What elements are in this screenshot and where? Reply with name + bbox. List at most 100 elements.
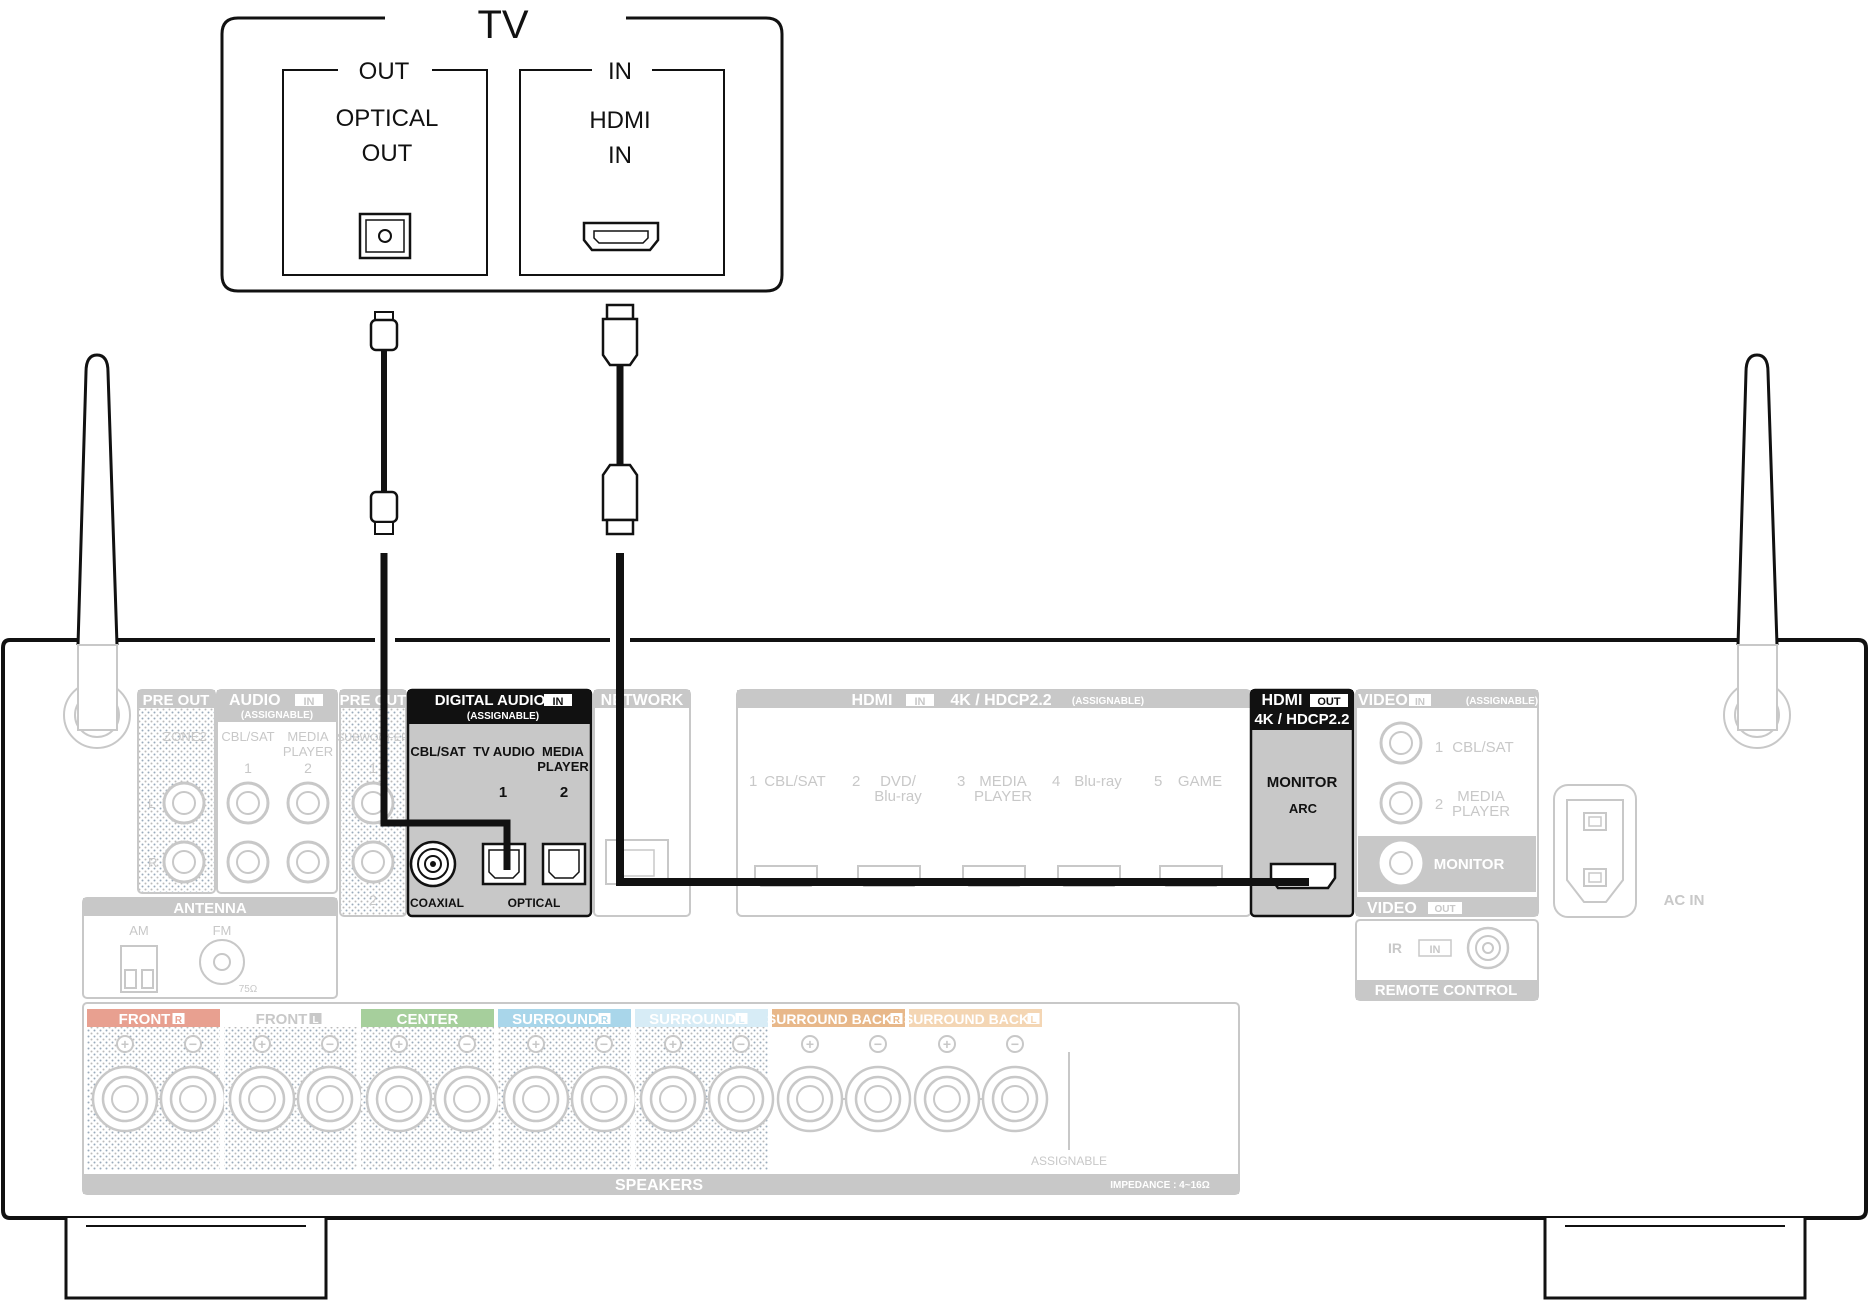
svg-text:−: − (189, 1036, 197, 1052)
speaker-terminal-positive[interactable] (502, 1065, 570, 1133)
speaker-channel-header (224, 1009, 357, 1027)
hdmi-out-monitor: MONITOR (1267, 774, 1338, 791)
zone2-r-jack[interactable] (162, 840, 206, 884)
speaker-channel-tag: R (175, 1015, 183, 1026)
hdmi-in-1-num: 1 (749, 773, 757, 790)
zone2-l-jack[interactable] (162, 781, 206, 825)
speaker-terminal-negative[interactable] (433, 1065, 501, 1133)
hdmi-in-3-num: 3 (957, 773, 965, 790)
hdmi-in-2-num: 2 (852, 773, 860, 790)
am-terminal[interactable] (120, 945, 158, 993)
tv-out-header: OUT (359, 58, 410, 85)
svg-text:−: − (737, 1036, 745, 1052)
speaker-channel-label: SURROUND (512, 1011, 599, 1028)
speaker-channel-label: SURROUND BACK (904, 1011, 1029, 1027)
tv-in-header: IN (608, 58, 632, 85)
audio-in-media-2: PLAYER (283, 744, 333, 759)
speaker-terminal-positive[interactable] (365, 1065, 433, 1133)
video-in-1-num: 1 (1435, 739, 1443, 756)
foot-right (1543, 1218, 1807, 1300)
speaker-terminal-positive[interactable] (228, 1065, 296, 1133)
svg-text:+: + (532, 1036, 540, 1052)
speaker-terminal-positive[interactable] (913, 1065, 981, 1133)
antenna-right (1723, 353, 1791, 749)
speakers-assignable: ASSIGNABLE (1031, 1154, 1107, 1168)
ir-in-jack[interactable] (1466, 926, 1510, 970)
tv-hdmi-label-2: IN (608, 142, 632, 169)
video-in-2-label-1: MEDIA (1457, 788, 1505, 805)
video-in-2-num: 2 (1435, 796, 1443, 813)
zone2-label: ZONE2 (163, 729, 206, 744)
audio-in-header: AUDIO (229, 692, 281, 709)
hdmi-in-4-label: Blu-ray (1074, 773, 1122, 790)
speaker-terminal-positive[interactable] (91, 1065, 159, 1133)
tv-in-section: IN HDMI IN (519, 58, 725, 276)
hdmi-out-spec: 4K / HDCP2.2 (1254, 711, 1349, 728)
coaxial-jack[interactable] (409, 840, 457, 888)
speaker-terminal-negative[interactable] (707, 1065, 775, 1133)
speaker-channel-tag: R (601, 1015, 609, 1026)
digital-audio-in: DIGITAL AUDIO IN (ASSIGNABLE) CBL/SAT TV… (406, 688, 593, 918)
svg-text:−: − (463, 1036, 471, 1052)
video-in-1-jack[interactable] (1379, 721, 1423, 765)
speaker-terminal-positive[interactable] (639, 1065, 707, 1133)
antenna-left (63, 353, 131, 749)
video-out-monitor-jack[interactable] (1379, 841, 1423, 885)
impedance-label: IMPEDANCE : 4~16Ω (1110, 1180, 1209, 1191)
optical-2-media-player-jack[interactable] (541, 842, 587, 886)
speaker-terminal-negative[interactable] (159, 1065, 227, 1133)
speaker-channel-header (635, 1009, 768, 1027)
tv-hdmi-in-port[interactable] (582, 221, 660, 252)
audio-in-num-2: 2 (304, 760, 312, 776)
zone2-l-label: L (148, 796, 155, 811)
svg-text:+: + (806, 1036, 814, 1052)
fm-label: FM (213, 923, 232, 938)
speaker-channel-tag: R (893, 1015, 901, 1026)
speaker-terminal-negative[interactable] (296, 1065, 364, 1133)
video-out-monitor-label: MONITOR (1434, 856, 1505, 873)
tv-title: TV (477, 3, 528, 47)
fm-terminal[interactable] (199, 939, 245, 985)
speaker-terminal-negative[interactable] (844, 1065, 912, 1133)
hdmi-out-tag: OUT (1317, 696, 1341, 708)
ir-label: IR (1388, 940, 1402, 956)
pre-out-zone2: PRE OUT ZONE2 L R (137, 689, 216, 894)
receiver: PRE OUT ZONE2 L R AUDIO IN (ASSIGNABLE) … (0, 353, 1868, 1300)
audio-in-media-1: MEDIA (287, 729, 329, 744)
subwoofer-2-jack[interactable] (351, 840, 395, 884)
remote-control: IR IN REMOTE CONTROL (1355, 919, 1539, 1001)
speaker-channel-header (87, 1009, 220, 1027)
hdmi-in-spec: 4K / HDCP2.2 (950, 692, 1051, 709)
audio-in-num-1: 1 (244, 760, 252, 776)
video-in-header: VIDEO (1358, 692, 1408, 709)
speaker-terminal-positive[interactable] (776, 1065, 844, 1133)
speaker-terminal-negative[interactable] (570, 1065, 638, 1133)
pre-out-subwoofer: PRE OUT SUBWOOFER 1 2 (337, 689, 409, 917)
hdmi-in-5-num: 5 (1154, 773, 1162, 790)
audio-in-assignable: (ASSIGNABLE) (241, 710, 313, 721)
hdmi-in-3-label-2: PLAYER (974, 788, 1032, 805)
svg-text:+: + (395, 1036, 403, 1052)
speaker-channel-tag: L (738, 1015, 744, 1026)
ac-in-socket[interactable] (1583, 812, 1607, 887)
opt-num-1: 1 (499, 784, 507, 801)
hdmi-out-header: HDMI (1262, 692, 1303, 709)
speaker-terminal-negative[interactable] (981, 1065, 1049, 1133)
audio-in-2-r-jack[interactable] (286, 840, 330, 884)
tv-optical-out-port[interactable] (358, 212, 412, 260)
svg-text:+: + (943, 1036, 951, 1052)
sub-num-1: 1 (369, 760, 377, 776)
opt-num-2: 2 (560, 784, 568, 801)
digital-audio-assignable: (ASSIGNABLE) (467, 711, 539, 722)
audio-in-2-l-jack[interactable] (286, 781, 330, 825)
audio-in: AUDIO IN (ASSIGNABLE) CBL/SAT MEDIA PLAY… (216, 689, 338, 894)
video-in-2-jack[interactable] (1379, 781, 1423, 825)
audio-in-1-l-jack[interactable] (226, 781, 270, 825)
ac-in: AC IN (1553, 784, 1704, 918)
audio-in-1-r-jack[interactable] (226, 840, 270, 884)
